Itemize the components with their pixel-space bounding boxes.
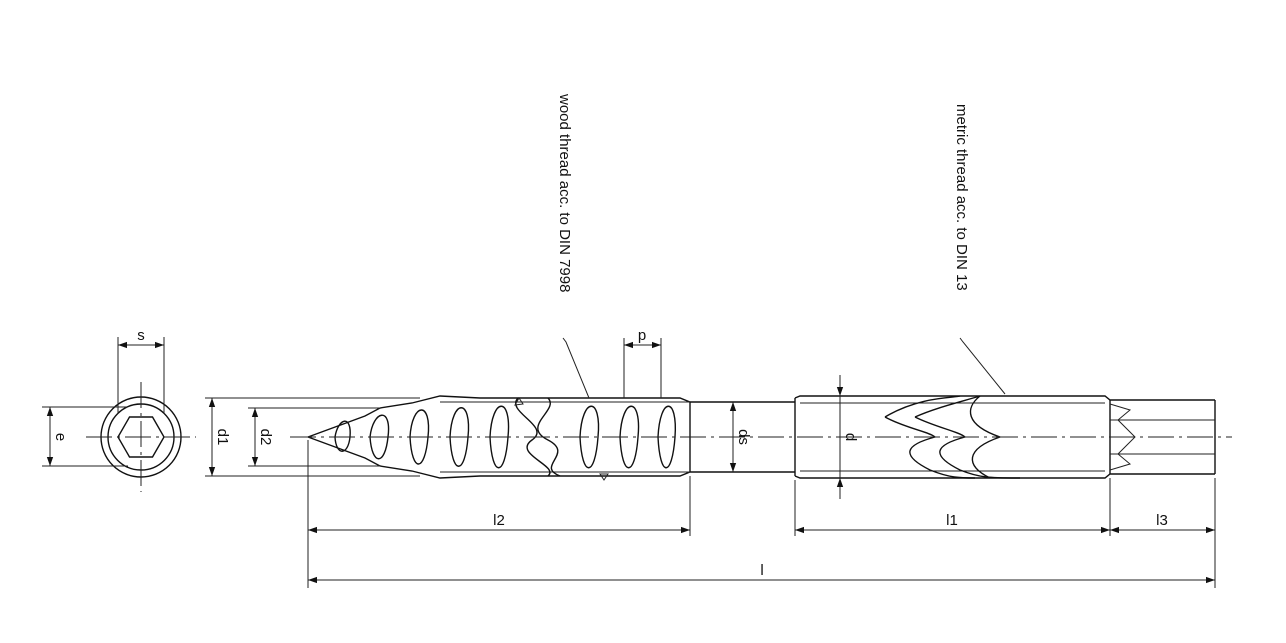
metric-thread-section bbox=[794, 395, 1216, 479]
dim-label-l1: l1 bbox=[946, 512, 958, 529]
dim-label-d: d bbox=[842, 433, 859, 441]
dimensions bbox=[205, 338, 1216, 588]
dim-label-d1: d1 bbox=[214, 429, 231, 446]
dim-label-l3: l3 bbox=[1156, 512, 1168, 529]
dim-label-p: p bbox=[638, 327, 646, 344]
end-view bbox=[42, 337, 196, 492]
dim-label-l2: l2 bbox=[493, 512, 505, 529]
note-wood-thread: wood thread acc. to DIN 7998 bbox=[556, 93, 573, 292]
dim-label-l: l bbox=[760, 562, 763, 579]
dim-label-d2: d2 bbox=[257, 429, 274, 446]
wood-thread-section bbox=[307, 395, 796, 481]
note-metric-thread: metric thread acc. to DIN 13 bbox=[953, 104, 970, 291]
dim-label-e: e bbox=[52, 433, 69, 441]
leader-lines bbox=[562, 337, 1006, 399]
dim-label-s: s bbox=[137, 327, 145, 344]
dim-label-ds: ds bbox=[735, 429, 752, 445]
